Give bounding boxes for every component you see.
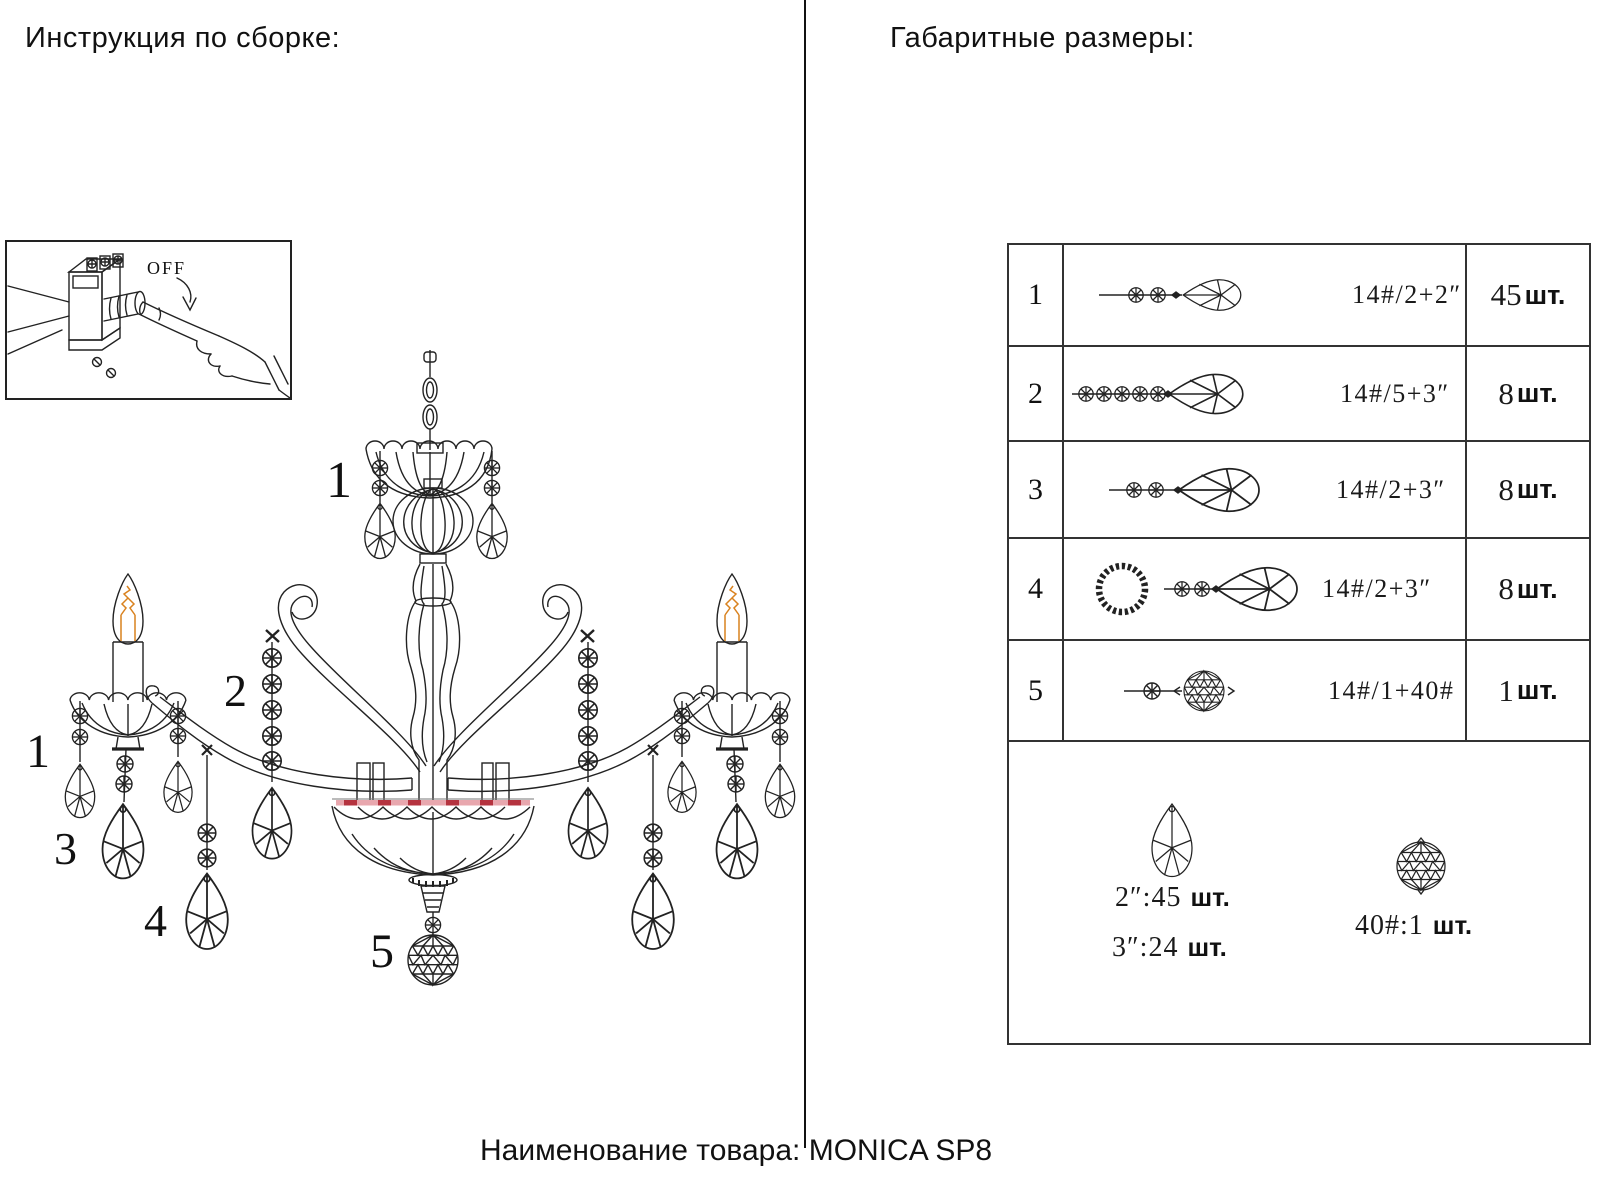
glass-stem: [405, 563, 461, 800]
teardrop-count-3in: 3″:24 шт.: [1112, 932, 1227, 964]
row-drawing-cell: 14#/2+2″: [1064, 245, 1467, 345]
count-unit: шт.: [1190, 882, 1230, 912]
count-value: 2″:45: [1115, 882, 1182, 913]
part-spec: 14#/2+2″: [1352, 280, 1462, 309]
teardrop-count-2in: 2″:45 шт.: [1115, 882, 1230, 914]
octagon-faceted-ball-drawing: [1124, 669, 1236, 712]
chandelier-drawing: [0, 350, 805, 986]
callout-2: 2: [224, 665, 247, 716]
glass-onion: [392, 478, 474, 564]
assembly-title: Инструкция по сборке:: [25, 22, 341, 54]
quantity-cell: 45 шт.: [1467, 245, 1589, 345]
row-drawing-cell: 14#/5+3″: [1064, 347, 1467, 440]
quantity-value: 8: [1498, 375, 1514, 411]
callout-4: 4: [144, 895, 167, 946]
row-number: 4: [1009, 539, 1064, 639]
breaker-toggle: [103, 290, 146, 322]
quantity-value: 8: [1498, 471, 1514, 507]
side-arm-right: [434, 574, 795, 949]
finial-and-ball: [407, 873, 459, 986]
chain: [422, 350, 438, 450]
dimensions-title: Габаритные размеры:: [890, 22, 1195, 54]
table-row: 1 14#/2+2″ 45 шт.: [1009, 245, 1589, 347]
row-drawing-cell: 14#/2+3″: [1064, 442, 1467, 537]
callout-5: 5: [370, 925, 394, 978]
row-number: 1: [1009, 245, 1064, 345]
quantity-value: 8: [1498, 571, 1514, 606]
callout-1-left: 1: [26, 725, 50, 778]
quantity-unit: шт.: [1516, 573, 1558, 604]
table-row: 5 14#/1+40# 1 шт.: [1009, 641, 1589, 742]
crown-strand-left: [364, 451, 396, 560]
part-spec: 14#/2+3″: [1322, 574, 1432, 603]
center-divider-line: [804, 0, 806, 1148]
quantity-unit: шт.: [1524, 279, 1566, 310]
table-row: 2 14#/5+3″ 8: [1009, 347, 1589, 442]
row-drawing-cell: 14#/1+40#: [1064, 641, 1467, 740]
row-number: 2: [1009, 347, 1064, 440]
breaker-illustration: OFF: [7, 253, 291, 399]
part-spec: 14#/1+40#: [1328, 675, 1455, 705]
quantity-value: 45: [1490, 277, 1522, 312]
callout-1-top: 1: [326, 452, 352, 509]
quantity-unit: шт.: [1516, 474, 1558, 504]
off-direction-arrow: [176, 277, 197, 312]
count-unit: шт.: [1187, 932, 1227, 962]
bowl-rim-highlight: [336, 800, 530, 806]
quantity-value: 1: [1498, 672, 1514, 708]
quantity-cell: 8 шт.: [1467, 442, 1589, 537]
crown-strand-right: [476, 451, 508, 560]
teardrop-crystal-icon: [1151, 803, 1193, 878]
row-number: 3: [1009, 442, 1064, 537]
circuit-breaker: [66, 253, 124, 379]
octagons-2-drop-2in-drawing: [1099, 279, 1242, 311]
table-row: 4 14#/2+3″ 8 шт.: [1009, 539, 1589, 641]
part-spec: 14#/5+3″: [1340, 378, 1450, 408]
beadring-octagons-drop-drawing: [1095, 562, 1298, 616]
count-value: 40#:1: [1355, 910, 1424, 941]
side-arm-left: [65, 574, 426, 949]
row-number: 5: [1009, 641, 1064, 740]
quantity-cell: 1 шт.: [1467, 641, 1589, 740]
count-value: 3″:24: [1112, 932, 1179, 963]
quantity-cell: 8 шт.: [1467, 539, 1589, 639]
octagons-2-drop-3in-drawing: [1109, 467, 1260, 512]
parts-table: 1 14#/2+2″ 45 шт. 2: [1007, 243, 1591, 1045]
quantity-unit: шт.: [1516, 378, 1558, 408]
count-unit: шт.: [1432, 910, 1473, 940]
pressing-hand: [138, 301, 291, 399]
product-name-label: Наименование товара: MONICA SP8: [480, 1134, 993, 1167]
wall-cable: [7, 285, 70, 355]
faceted-ball-icon: [1396, 836, 1446, 896]
quantity-cell: 8 шт.: [1467, 347, 1589, 440]
ball-count-40: 40#:1 шт.: [1355, 910, 1472, 942]
center-bowl: [331, 805, 535, 876]
table-row: 3 14#/2+3″ 8 шт.: [1009, 442, 1589, 539]
quantity-unit: шт.: [1516, 675, 1558, 705]
row-drawing-cell: 14#/2+3″: [1064, 539, 1467, 639]
part-spec: 14#/2+3″: [1336, 474, 1446, 504]
breaker-box: OFF: [5, 240, 292, 400]
callout-3: 3: [54, 823, 77, 874]
octagons-5-drop-3in-drawing: [1072, 373, 1244, 414]
off-label: OFF: [147, 258, 186, 278]
